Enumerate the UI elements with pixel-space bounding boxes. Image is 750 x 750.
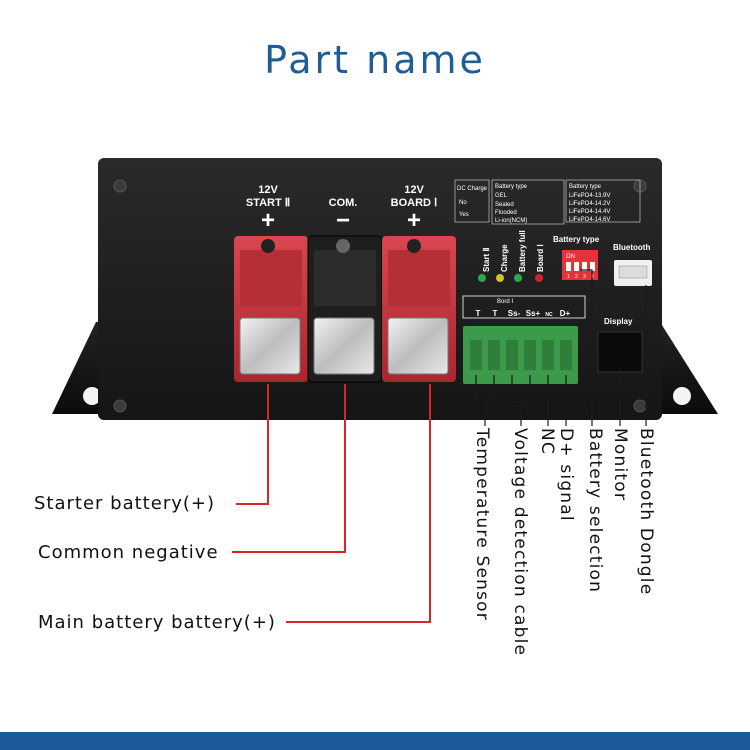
terminal-board-voltage: 12V — [404, 184, 424, 196]
terminal-com-name: COM. — [329, 197, 358, 209]
terminal-start-name: START Ⅱ — [246, 197, 290, 209]
callout-nc: NC — [537, 428, 557, 455]
led-board-icon — [535, 274, 543, 282]
bluetooth-label: Bluetooth — [613, 243, 650, 252]
led-start-icon — [478, 274, 486, 282]
callout-d-signal: D+ signal — [556, 428, 576, 522]
callout-bluetooth-dongle: Bluetooth Dongle — [636, 428, 656, 596]
battery-type-header: Battery type — [495, 184, 528, 190]
pin-label: NC — [545, 312, 553, 318]
battery-type-row: Sealed — [495, 202, 514, 208]
leader-lines — [232, 384, 431, 623]
callout-main-battery: Main battery battery(+) — [38, 612, 276, 633]
terminal-start-sign: + — [261, 207, 275, 234]
callout-starter-battery: Starter battery(+) — [34, 493, 215, 514]
dip-number: 2 — [575, 274, 578, 280]
display-port: Display — [597, 317, 643, 373]
dip-number: 1 — [567, 274, 570, 280]
dc-charge-row: No — [459, 200, 467, 206]
terminal-block: Bord Ⅰ T T Ss- Ss+ NC D+ — [462, 295, 586, 384]
lifepo4-header: Battery type — [569, 184, 602, 190]
anderson-connector-com — [307, 235, 383, 383]
dc-charge-row: Yes — [459, 212, 469, 218]
callout-temperature-sensor: Temperature Sensor — [472, 428, 492, 621]
terminal-start-voltage: 12V — [258, 184, 278, 196]
callout-voltage-detection: Voltage detection cable — [510, 428, 530, 657]
led-panel: Start Ⅱ Charge Battery full Board Ⅰ — [478, 230, 545, 282]
led-charge-icon — [496, 274, 504, 282]
footer-bar — [0, 732, 750, 750]
pin-label: D+ — [560, 309, 571, 318]
pin-label: Ss- — [508, 309, 521, 318]
dip-on-label: ON — [566, 254, 575, 260]
dip-number: 3 — [583, 274, 586, 280]
terminal-board-name: BOARD Ⅰ — [391, 197, 438, 209]
callout-common-negative: Common negative — [38, 542, 219, 563]
pin-label: T — [476, 309, 481, 318]
anderson-connector-board — [382, 236, 456, 382]
lifepo4-row: LiFePO4-13.9V — [569, 193, 610, 199]
dip-title: Battery type — [553, 235, 600, 244]
battery-type-row: Li-ion(NCM) — [495, 218, 527, 224]
battery-type-row: GEL — [495, 193, 508, 199]
terminal-board-sign: + — [407, 207, 421, 234]
battery-type-table: Battery type GEL Sealed Flooded Li-ion(N… — [491, 179, 565, 225]
led-label: Charge — [500, 244, 509, 272]
page-title: Part name — [264, 38, 486, 82]
lifepo4-table: Battery type LiFePO4-13.9V LiFePO4-14.2V… — [565, 179, 641, 223]
callout-battery-selection: Battery selection — [585, 428, 605, 594]
dc-charge-table: DC Charge No Yes — [454, 179, 490, 223]
led-full-icon — [514, 274, 522, 282]
dc-charge-header: DC Charge — [457, 186, 488, 192]
pin-label: T — [493, 309, 498, 318]
led-label: Board Ⅰ — [536, 244, 545, 272]
pin-label: Ss+ — [526, 309, 541, 318]
lifepo4-row: LiFePO4-14.4V — [569, 209, 610, 215]
board-label: Bord Ⅰ — [497, 299, 513, 305]
callout-monitor: Monitor — [610, 428, 630, 502]
bluetooth-port: Bluetooth — [613, 243, 652, 286]
terminal-com-sign: − — [336, 207, 350, 234]
anderson-connector-start — [234, 236, 308, 382]
battery-type-row: Flooded — [495, 210, 517, 216]
lifepo4-row: LiFePO4-14.6V — [569, 217, 610, 223]
display-label: Display — [604, 317, 633, 326]
led-label: Start Ⅱ — [482, 248, 491, 272]
led-label: Battery full — [518, 230, 527, 272]
pin-leader-lines — [475, 269, 647, 426]
lifepo4-row: LiFePO4-14.2V — [569, 201, 610, 207]
